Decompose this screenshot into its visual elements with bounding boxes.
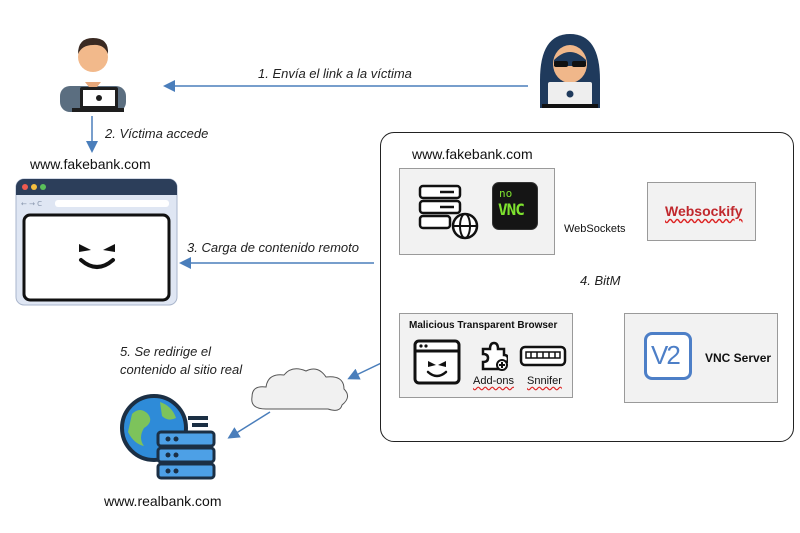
svg-text:← → C: ← → C — [21, 200, 42, 208]
cloud-icon — [251, 368, 348, 411]
sniffer-device-icon — [519, 345, 567, 367]
fake-browser-window: ← → C — [15, 178, 178, 306]
step1-label: 1. Envía el link a la víctima — [258, 66, 412, 81]
step3-label: 3. Carga de contenido remoto — [187, 240, 359, 255]
websockify-box — [647, 182, 756, 241]
step5-label-line2: contenido al sitio real — [120, 362, 243, 377]
novnc-logo-top: no — [499, 187, 513, 200]
fake-domain-right: www.fakebank.com — [412, 146, 533, 162]
websockify-label: Websockify — [665, 203, 743, 219]
vnc-logo-text: V2 — [651, 340, 681, 370]
novnc-logo-bottom: VNC — [498, 200, 525, 219]
sniffer-label: Snnifer — [527, 375, 562, 387]
fake-domain-left: www.fakebank.com — [30, 156, 151, 172]
victim-icon — [60, 38, 126, 112]
step2-label: 2. Víctima accede — [105, 126, 209, 141]
malicious-browser-title: Malicious Transparent Browser — [409, 320, 558, 331]
step5-label-line1: 5. Se redirige el — [120, 344, 212, 359]
hacker-icon — [540, 34, 600, 108]
devil-face-icon — [78, 234, 116, 274]
realbank-server-icon — [120, 394, 216, 480]
malicious-browser-icon — [413, 339, 461, 385]
arrow-to-realbank — [227, 411, 271, 439]
vnc-logo-icon: V2 — [644, 332, 692, 380]
step4-label: 4. BitM — [580, 273, 621, 288]
puzzle-addon-icon — [481, 341, 508, 371]
novnc-logo: no VNC — [492, 182, 538, 230]
real-domain-label: www.realbank.com — [104, 493, 222, 509]
vnc-server-label: VNC Server — [705, 351, 772, 365]
websockets-label: WebSockets — [564, 223, 626, 235]
addons-label: Add-ons — [473, 375, 514, 387]
server-globe-icon — [418, 184, 479, 240]
